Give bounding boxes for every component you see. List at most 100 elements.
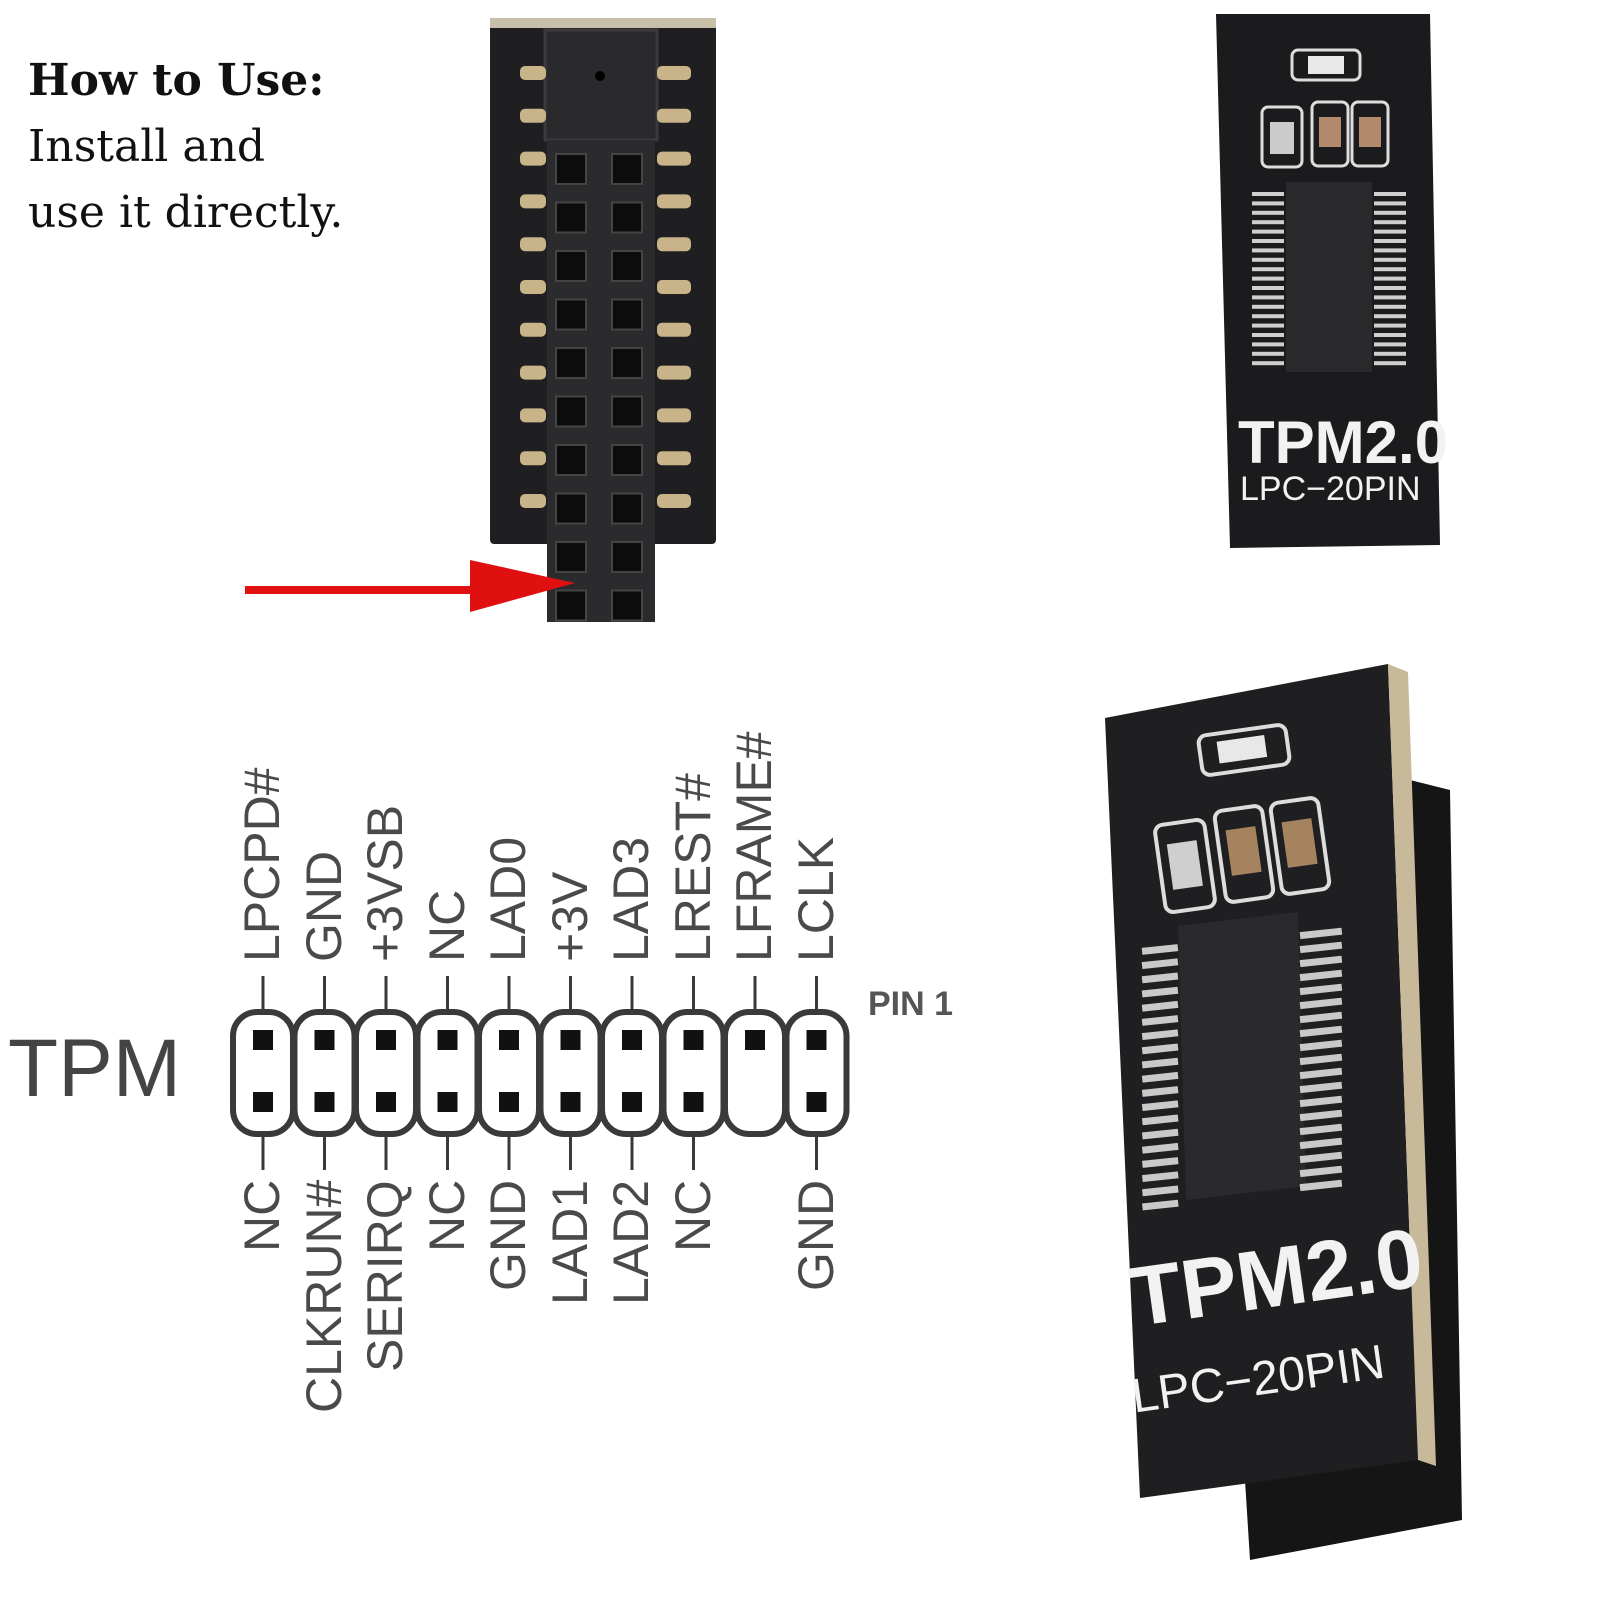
chip-leg bbox=[1374, 267, 1406, 272]
resistor-bottom bbox=[1166, 840, 1203, 890]
smd-pad bbox=[520, 108, 546, 123]
chip-leg bbox=[1252, 267, 1284, 272]
tpm-chip-top bbox=[1286, 182, 1372, 372]
chip-bottom-legs bbox=[1141, 927, 1343, 1211]
chip-leg bbox=[1141, 1000, 1179, 1012]
capacitor-bottom-2-outline bbox=[1268, 796, 1332, 896]
connector-hole bbox=[555, 298, 587, 331]
chip-leg bbox=[1374, 342, 1406, 347]
pin-bottom bbox=[806, 1092, 827, 1112]
chip-leg bbox=[1299, 941, 1343, 954]
pin-bottom bbox=[683, 1092, 704, 1112]
chip-leg bbox=[1252, 342, 1284, 347]
chip-leg bbox=[1141, 1157, 1179, 1168]
smd-pad bbox=[657, 408, 691, 423]
tpm-board-top-subtitle: LPC−20PIN bbox=[1240, 470, 1421, 508]
pin-label-bottom: LAD1 bbox=[541, 1179, 598, 1305]
connector-hole bbox=[555, 201, 587, 234]
chip-leg bbox=[1299, 1137, 1343, 1150]
chip-leg bbox=[1374, 361, 1406, 366]
pin-top bbox=[806, 1030, 827, 1050]
chip-leg bbox=[1141, 1114, 1179, 1126]
pin-bottom bbox=[253, 1092, 273, 1112]
chip-leg bbox=[1252, 220, 1284, 225]
chip-leg bbox=[1141, 1043, 1179, 1055]
chip-leg bbox=[1141, 1100, 1179, 1112]
how-to-line-1: Install and bbox=[28, 121, 266, 172]
capacitor-2 bbox=[1359, 117, 1381, 147]
resistor-bottom-outline bbox=[1153, 817, 1217, 915]
tpm-header-label: TPM bbox=[8, 1023, 182, 1114]
chip-leg bbox=[1374, 304, 1406, 309]
pin-top bbox=[314, 1030, 335, 1050]
connector-hole bbox=[555, 589, 587, 622]
chip-leg bbox=[1299, 1179, 1343, 1192]
tpm-chip-bottom bbox=[1178, 912, 1306, 1200]
chip-leg bbox=[1299, 969, 1343, 982]
chip-leg bbox=[1299, 1011, 1343, 1024]
pin-top bbox=[560, 1030, 581, 1050]
pin-bottom bbox=[437, 1092, 458, 1112]
smd-pad bbox=[520, 194, 546, 209]
chip-leg bbox=[1374, 333, 1406, 337]
chip-leg bbox=[1374, 201, 1406, 206]
chip-leg bbox=[1299, 1095, 1343, 1108]
pin-label-top: LAD3 bbox=[603, 836, 659, 962]
connector-hole bbox=[611, 153, 643, 185]
pin-bottom bbox=[560, 1092, 581, 1112]
smd-pad bbox=[657, 237, 691, 252]
connector-hole bbox=[611, 444, 643, 476]
chip-leg bbox=[1299, 927, 1343, 940]
capacitor-bottom-1-outline bbox=[1212, 804, 1276, 904]
chip-leg bbox=[1299, 1109, 1343, 1122]
smd-pad bbox=[657, 494, 691, 508]
pin-1-label: PIN 1 bbox=[868, 985, 954, 1023]
connector-hole bbox=[611, 298, 643, 331]
connector-hole bbox=[555, 395, 587, 428]
chip-leg bbox=[1374, 257, 1406, 262]
chip-leg bbox=[1141, 1029, 1179, 1041]
chip-leg bbox=[1252, 351, 1284, 356]
pin-top bbox=[622, 1030, 642, 1050]
chip-leg bbox=[1141, 1057, 1179, 1069]
smd-pad bbox=[520, 237, 546, 252]
connector-hole bbox=[611, 250, 643, 282]
chip-leg bbox=[1299, 983, 1343, 996]
connector-hole bbox=[555, 153, 587, 185]
chip-leg bbox=[1252, 295, 1284, 300]
chip-leg bbox=[1252, 229, 1284, 234]
smd-pad bbox=[657, 108, 691, 123]
chip-leg bbox=[1299, 1151, 1343, 1164]
smd-pad bbox=[657, 365, 691, 380]
resistor-component bbox=[1270, 122, 1294, 154]
chip-leg bbox=[1299, 997, 1343, 1010]
pin-top bbox=[745, 1030, 765, 1050]
pin-top bbox=[437, 1030, 458, 1050]
led-bottom bbox=[1216, 735, 1268, 764]
smd-pad bbox=[657, 194, 691, 209]
pin-bottom bbox=[499, 1092, 519, 1112]
smd-pad bbox=[520, 66, 546, 80]
connector-board-edge bbox=[490, 18, 716, 28]
connector-hole bbox=[611, 201, 643, 234]
pin-label-bottom: NC bbox=[664, 1179, 721, 1252]
connector-hole bbox=[555, 492, 587, 525]
chip-leg bbox=[1252, 333, 1284, 337]
pin-label-top: LREST# bbox=[664, 773, 721, 962]
chip-leg bbox=[1141, 1142, 1179, 1154]
how-to-heading: How to Use: bbox=[28, 55, 325, 106]
chip-leg bbox=[1299, 1025, 1343, 1038]
smd-pad bbox=[657, 280, 691, 294]
capacitor-1 bbox=[1319, 117, 1341, 147]
chip-leg bbox=[1374, 239, 1406, 243]
chip-leg bbox=[1374, 192, 1406, 196]
chip-leg bbox=[1252, 304, 1284, 309]
chip-leg bbox=[1252, 257, 1284, 262]
chip-leg bbox=[1252, 286, 1284, 290]
connector-hole bbox=[555, 250, 587, 282]
pin-bottom bbox=[376, 1092, 396, 1112]
pin-label-top: LFRAME# bbox=[726, 731, 782, 962]
smd-pad bbox=[657, 151, 691, 166]
connector-hole bbox=[555, 541, 587, 573]
